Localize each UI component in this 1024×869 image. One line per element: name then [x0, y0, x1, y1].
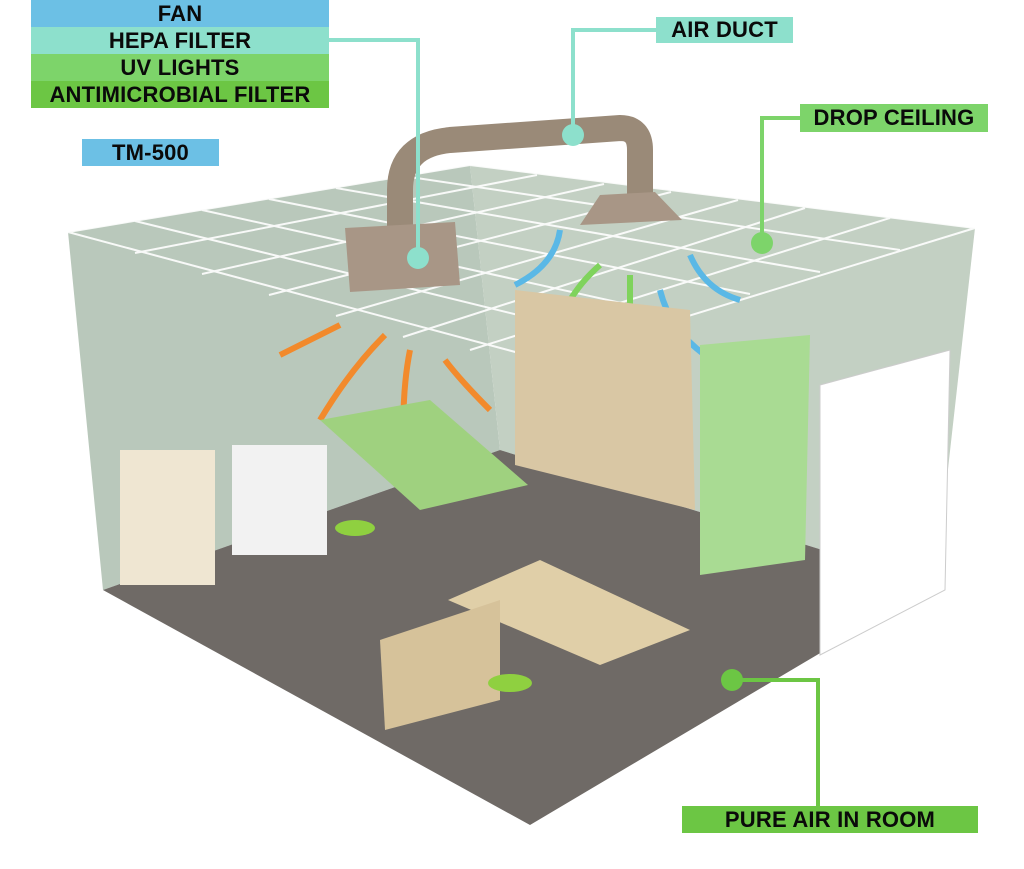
ultrasound-machine — [232, 445, 327, 555]
desk-cabinet — [380, 600, 500, 730]
exam-bed — [320, 400, 528, 510]
pure-air-marker — [721, 669, 743, 691]
stool — [335, 520, 375, 536]
tm-500-unit — [345, 222, 460, 292]
air-duct-leader-line — [571, 28, 656, 135]
uv-lights-label: UV LIGHTS — [31, 54, 329, 81]
fan-label: FAN — [31, 0, 329, 27]
air-duct-marker — [562, 124, 584, 146]
antimicrobial-filter-label: ANTIMICROBIAL FILTER — [31, 81, 329, 108]
privacy-curtain — [700, 335, 810, 575]
drop-ceiling-leader-line — [760, 116, 800, 243]
hepa-leader-line — [329, 38, 420, 258]
pure-air-leader-line — [732, 678, 820, 806]
hepa-filter-label: HEPA FILTER — [31, 27, 329, 54]
model-label: TM-500 — [82, 139, 219, 166]
pure-air-label: PURE AIR IN ROOM — [682, 806, 978, 833]
desk — [448, 560, 690, 665]
tm-500-marker — [407, 247, 429, 269]
drop-ceiling-marker — [751, 232, 773, 254]
drop-ceiling-label: DROP CEILING — [800, 104, 988, 132]
door — [819, 349, 951, 656]
air-duct — [387, 114, 653, 235]
ceiling-vent — [580, 192, 682, 225]
cabinets — [515, 290, 695, 510]
air-duct-label: AIR DUCT — [656, 17, 793, 43]
bedside-cabinet — [120, 450, 215, 585]
stool — [488, 674, 532, 692]
